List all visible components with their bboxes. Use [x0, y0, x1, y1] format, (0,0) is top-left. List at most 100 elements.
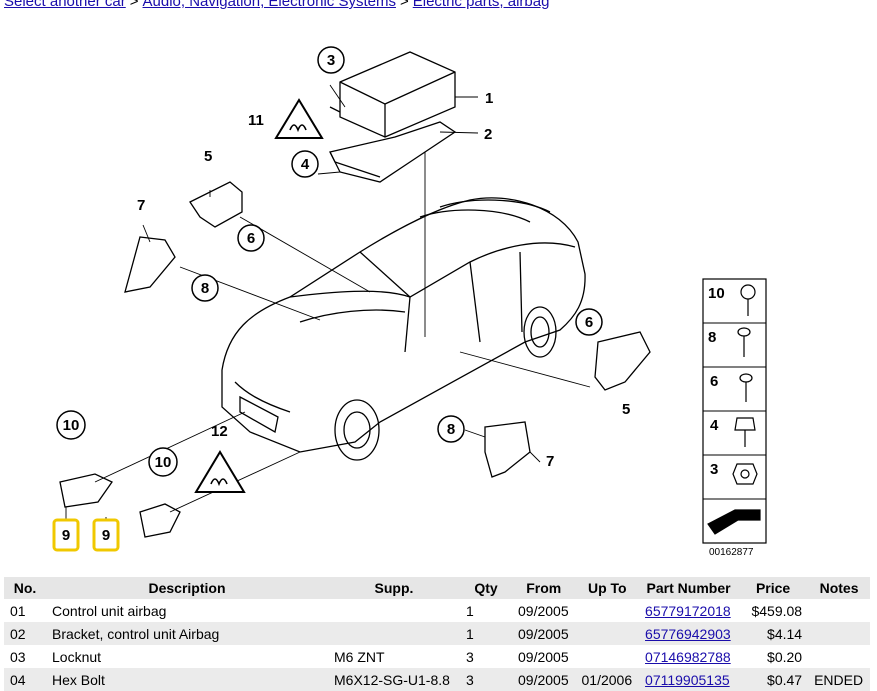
svg-text:8: 8 — [447, 421, 455, 438]
label-1: 1 — [485, 90, 493, 107]
callout-4: 4 — [291, 150, 319, 178]
cell-upto: 01/2006 — [575, 668, 640, 691]
cell-description: Locknut — [46, 645, 328, 668]
part-number-link[interactable]: 07146982788 — [645, 648, 731, 665]
cell-price: $459.08 — [738, 599, 809, 622]
cell-upto — [575, 622, 640, 645]
cell-from: 09/2005 — [512, 668, 576, 691]
cell-from: 09/2005 — [512, 622, 576, 645]
cell-notes — [808, 645, 870, 668]
callout-6-right: 6 — [575, 308, 603, 336]
breadcrumb-electric-parts-link[interactable]: Electric parts, airbag — [412, 0, 550, 10]
svg-text:10: 10 — [155, 454, 172, 471]
col-from-header: From — [512, 577, 576, 599]
svg-text:4: 4 — [710, 417, 719, 434]
cell-no: 04 — [4, 668, 46, 691]
sensor-7-drawing — [124, 236, 176, 293]
cell-supp: M6 ZNT — [328, 645, 460, 668]
part-number-link[interactable]: 07119905135 — [645, 671, 730, 688]
warning-triangle-12-icon — [194, 450, 246, 493]
cell-upto — [575, 599, 640, 622]
svg-text:3: 3 — [710, 461, 718, 478]
svg-text:9: 9 — [62, 527, 70, 544]
cell-description: Hex Bolt — [46, 668, 328, 691]
svg-text:9: 9 — [102, 527, 110, 544]
cell-notes — [808, 622, 870, 645]
svg-text:4: 4 — [301, 156, 310, 173]
cell-supp — [328, 599, 460, 622]
control-unit-airbag-drawing — [329, 51, 456, 138]
breadcrumb: Select another car>Audio, Navigation, El… — [4, 0, 549, 10]
cell-notes: ENDED — [808, 668, 870, 691]
cell-qty: 1 — [460, 622, 512, 645]
svg-text:8: 8 — [708, 329, 716, 346]
leader-lines — [65, 84, 591, 524]
cell-supp: M6X12-SG-U1-8.8 — [328, 668, 460, 691]
cell-part-number: 07119905135 — [639, 668, 739, 691]
sensor-9-right-drawing — [139, 503, 181, 538]
label-5: 5 — [204, 148, 212, 165]
cell-part-number: 65779172018 — [639, 599, 739, 622]
breadcrumb-audio-nav-link[interactable]: Audio, Navigation, Electronic Systems — [142, 0, 396, 10]
label-12: 12 — [211, 423, 228, 440]
bracket-drawing — [329, 121, 457, 183]
callout-9-left-highlight[interactable]: 9 — [52, 518, 80, 552]
cell-part-number: 65776942903 — [639, 622, 739, 645]
sensor-5-drawing — [189, 181, 243, 228]
cell-price: $4.14 — [738, 622, 809, 645]
cell-from: 09/2005 — [512, 599, 576, 622]
label-7-right: 7 — [546, 453, 554, 470]
cell-from: 09/2005 — [512, 645, 576, 668]
breadcrumb-select-car-link[interactable]: Select another car — [4, 0, 126, 10]
label-5-right: 5 — [622, 401, 630, 418]
cell-part-number: 07146982788 — [639, 645, 739, 668]
svg-text:8: 8 — [201, 280, 209, 297]
part-number-link[interactable]: 65779172018 — [645, 602, 731, 619]
sensor-7-right-drawing — [484, 421, 531, 478]
svg-text:3: 3 — [327, 52, 335, 69]
col-upto-header: Up To — [575, 577, 640, 599]
callout-9-right-highlight[interactable]: 9 — [92, 518, 120, 552]
callout-10-right: 10 — [148, 447, 178, 477]
label-11: 11 — [248, 112, 264, 129]
fastener-legend: 10 8 6 4 3 — [702, 278, 767, 544]
callout-6: 6 — [237, 224, 265, 252]
label-7: 7 — [137, 197, 145, 214]
svg-text:6: 6 — [710, 373, 718, 390]
breadcrumb-separator: > — [399, 0, 409, 10]
parts-table: No. Description Supp. Qty From Up To Par… — [4, 577, 870, 691]
col-price-header: Price — [738, 577, 809, 599]
col-no-header: No. — [4, 577, 46, 599]
cell-no: 02 — [4, 622, 46, 645]
table-row: 01 Control unit airbag 1 09/2005 6577917… — [4, 599, 870, 622]
sensor-9-left-drawing — [59, 473, 113, 508]
cell-description: Bracket, control unit Airbag — [46, 622, 328, 645]
cell-price: $0.20 — [738, 645, 809, 668]
callout-10-left: 10 — [56, 410, 86, 440]
cell-qty: 3 — [460, 645, 512, 668]
sensor-5-right-drawing — [594, 331, 651, 391]
cell-notes — [808, 599, 870, 622]
svg-text:6: 6 — [247, 230, 255, 247]
diagram-number: 00162877 — [709, 547, 754, 558]
cell-qty: 1 — [460, 599, 512, 622]
col-notes-header: Notes — [808, 577, 870, 599]
col-qty-header: Qty — [460, 577, 512, 599]
table-row: 02 Bracket, control unit Airbag 1 09/200… — [4, 622, 870, 645]
warning-triangle-11-icon — [274, 98, 324, 139]
cell-qty: 3 — [460, 668, 512, 691]
table-row: 04 Hex Bolt M6X12-SG-U1-8.8 3 09/2005 01… — [4, 668, 870, 691]
car-illustration — [221, 197, 586, 461]
col-supp-header: Supp. — [328, 577, 460, 599]
col-part-number-header: Part Number — [639, 577, 739, 599]
table-row: 03 Locknut M6 ZNT 3 09/2005 07146982788 … — [4, 645, 870, 668]
cell-no: 03 — [4, 645, 46, 668]
part-number-link[interactable]: 65776942903 — [645, 625, 731, 642]
cell-price: $0.47 — [738, 668, 809, 691]
breadcrumb-separator: > — [129, 0, 139, 10]
svg-text:10: 10 — [63, 417, 80, 434]
cell-upto — [575, 645, 640, 668]
callout-3: 3 — [317, 46, 345, 74]
cell-supp — [328, 622, 460, 645]
label-2: 2 — [484, 126, 492, 143]
